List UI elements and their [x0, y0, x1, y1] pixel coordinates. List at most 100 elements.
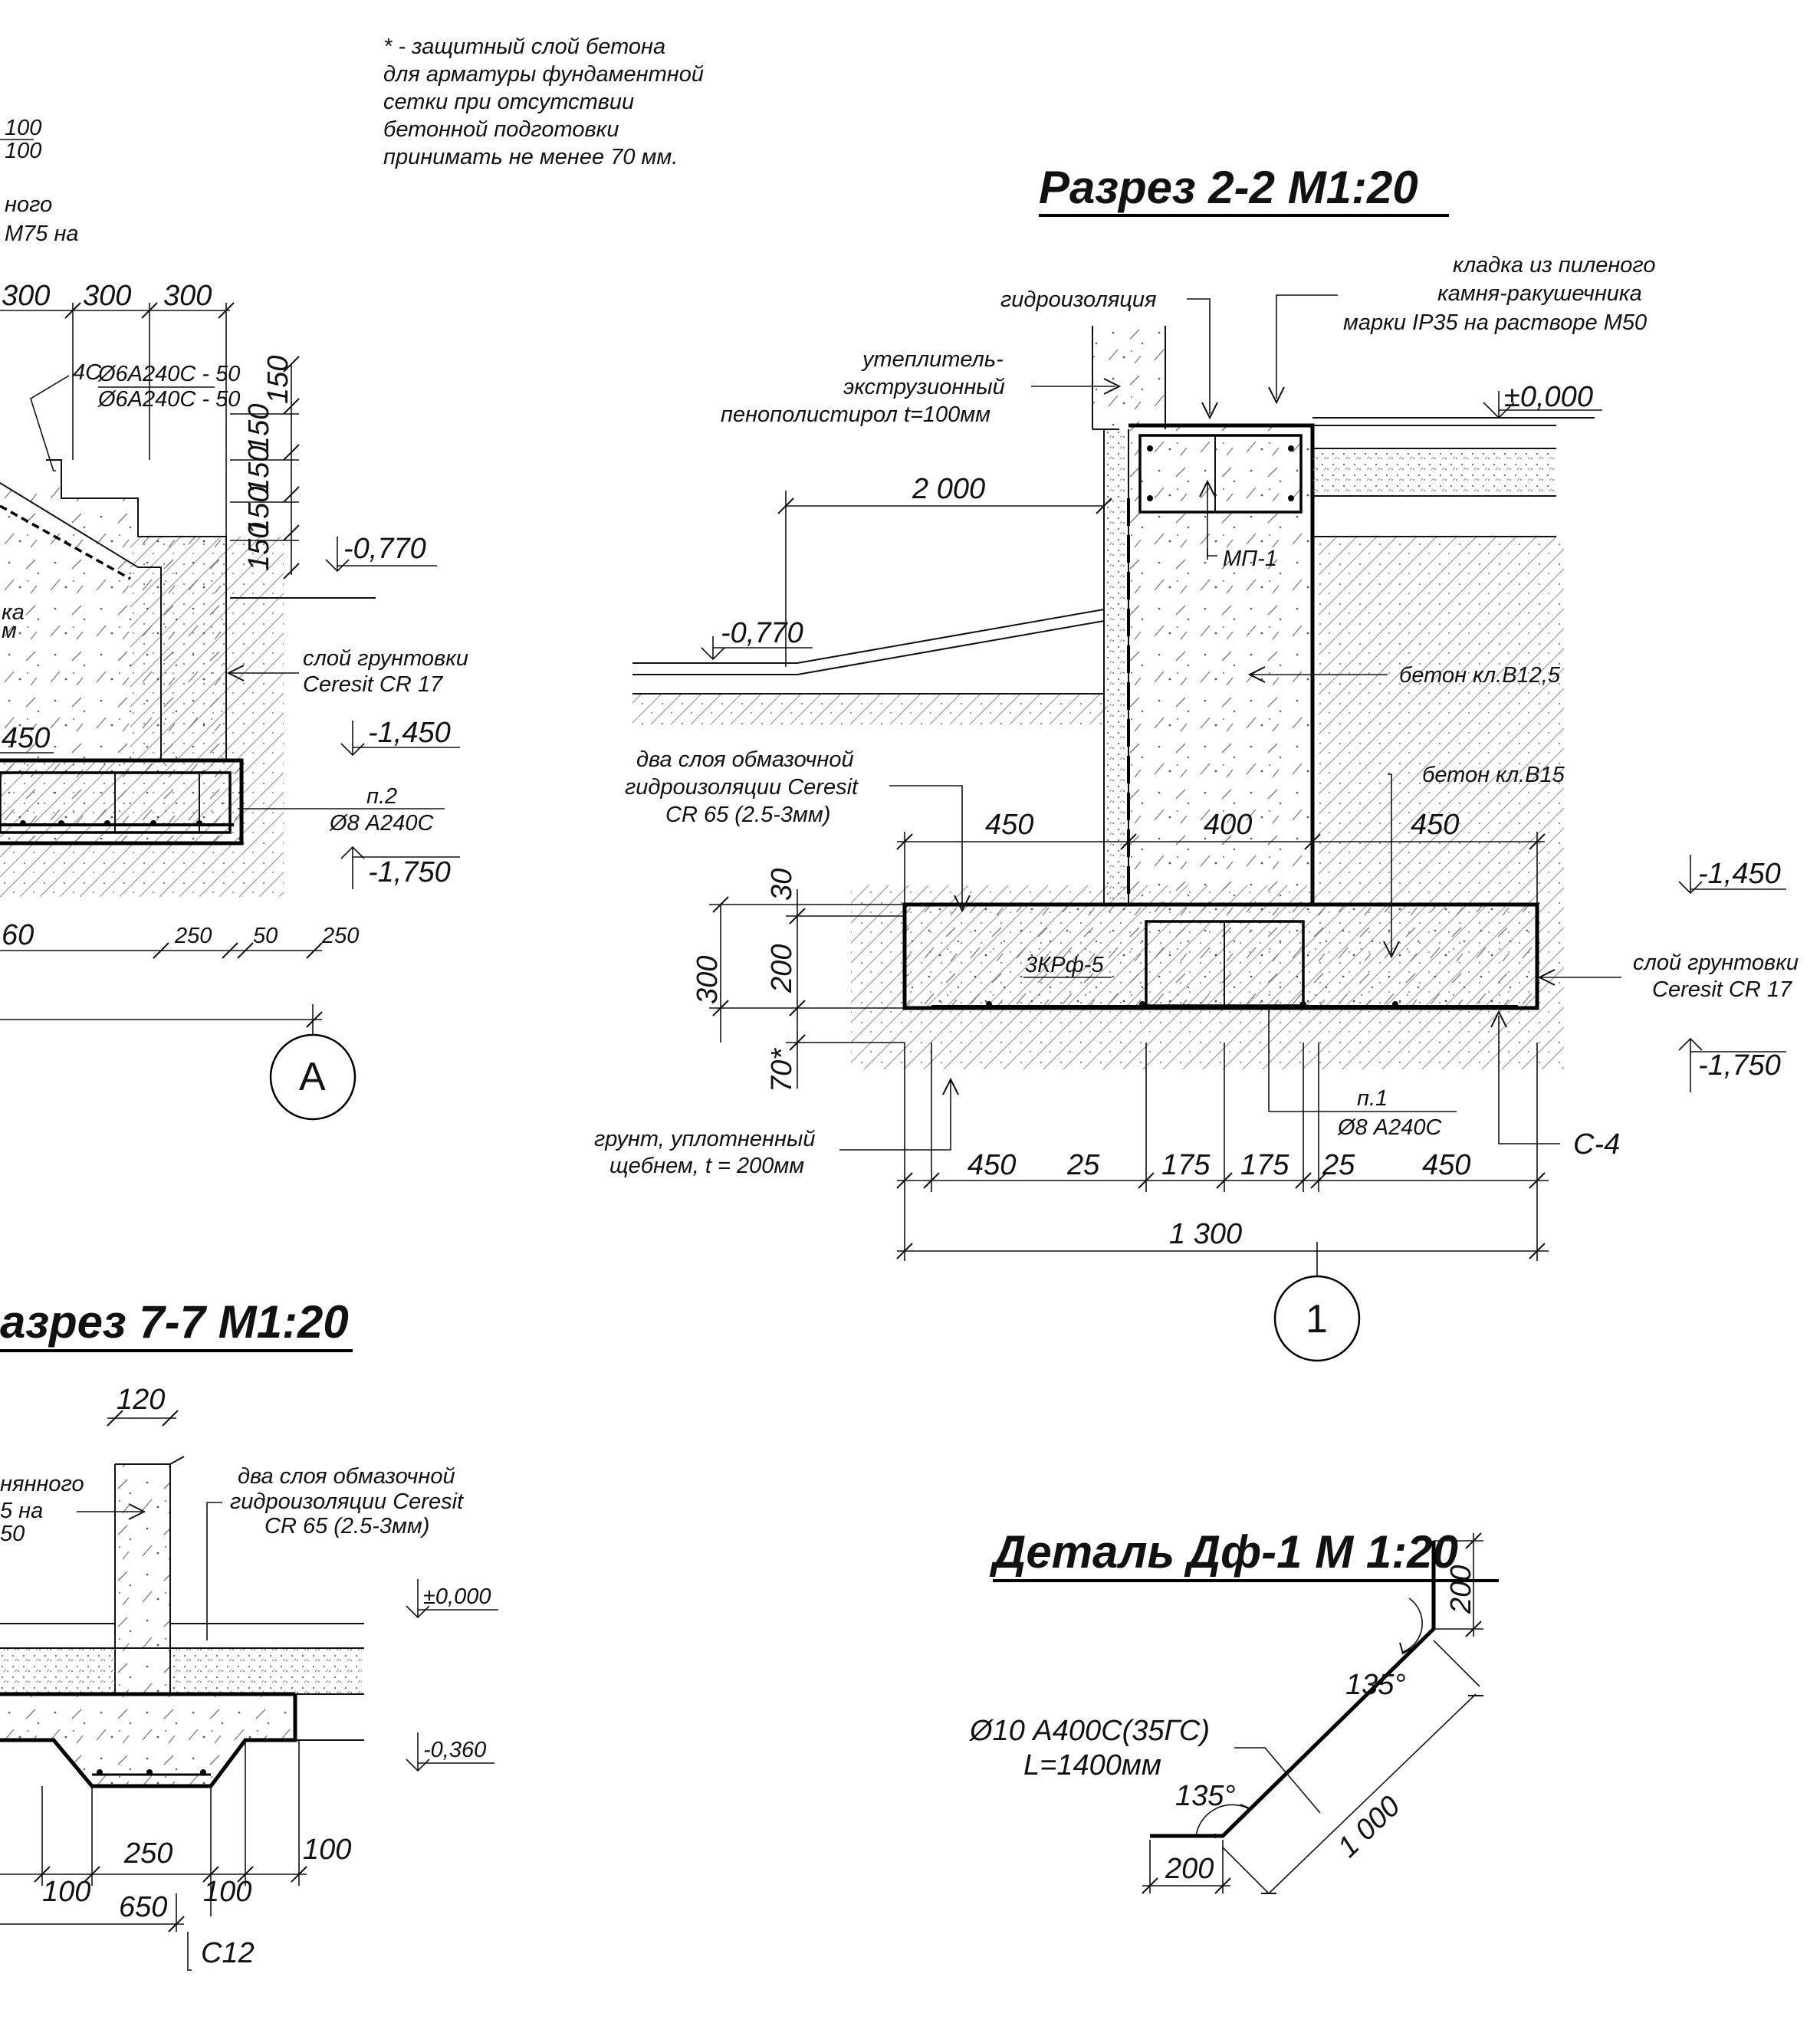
dim-7-7-100b: 100 — [203, 1876, 251, 1908]
left-top-fragments: 100 100 ного М75 на — [0, 116, 79, 246]
dim-left-200: 200 — [766, 944, 798, 993]
axis-a-label: А — [299, 1055, 326, 1099]
insulation-strip — [1104, 429, 1128, 905]
protective-layer-note: * - защитный слой бетона для арматуры фу… — [383, 34, 704, 169]
dim-left-30: 30 — [766, 869, 798, 901]
dim-7-7-100a: 100 — [42, 1876, 90, 1908]
detail-angle-bottom: 135° — [1175, 1780, 1236, 1812]
detail-bar-length: L=1400мм — [1023, 1749, 1161, 1782]
elev-7-7-0360: -0,360 — [406, 1732, 494, 1772]
label-insulation-2: экструзионный — [843, 375, 1005, 399]
dim-bot-25a: 25 — [1066, 1149, 1100, 1181]
fragment-text-1: ного — [5, 192, 52, 217]
dim-7-7-250: 250 — [123, 1837, 172, 1870]
label-a-bar1: Ø6А240С - 50 — [97, 362, 240, 386]
upper-wall — [1092, 326, 1165, 429]
detail-title: Деталь Дф-1 М 1:20 — [989, 1526, 1458, 1578]
section-a-partial: 300 300 300 4С Ø6А240С - 50 Ø6А240С - 50… — [0, 280, 468, 1121]
label-ground-1: грунт, уплотненный — [594, 1127, 815, 1151]
label-coating-3: CR 65 (2.5-3мм) — [665, 803, 830, 827]
section-2-2: Разрез 2-2 М1:20 — [594, 162, 1799, 1362]
axis-1-label: 1 — [1306, 1297, 1328, 1341]
dim-top-450b: 450 — [1411, 809, 1459, 841]
label-7-7-left-1: нянного — [0, 1472, 84, 1496]
elev-zero-label: ±0,000 — [1504, 381, 1593, 413]
dim-a-150a: 150 — [262, 356, 294, 404]
wall-7-7 — [115, 1464, 170, 1694]
label-a-left-2: м — [2, 619, 17, 643]
dim-a-300b: 300 — [83, 280, 131, 312]
label-concrete-b125: бетон кл.В12,5 — [1399, 663, 1561, 688]
dim-a-150e: 150 — [243, 523, 275, 571]
dim-a-60: 60 — [2, 919, 34, 951]
axis-bubble-1 — [1273, 1275, 1361, 1362]
elev-7-7-0360-label: -0,360 — [423, 1738, 486, 1762]
detail-dim-200-bottom: 200 — [1165, 1853, 1214, 1885]
detail-angle-top: 135° — [1345, 1669, 1406, 1701]
detail-bar-spec: Ø10 А400С(35ГС) — [968, 1715, 1210, 1747]
soil-hatch-right — [1319, 537, 1564, 885]
label-a-450: 450 — [2, 722, 50, 754]
section-7-7-title: азрез 7-7 М1:20 — [0, 1296, 349, 1348]
label-ground-2: щебнем, t = 200мм — [609, 1154, 804, 1178]
label-a-p2: п.2 — [366, 784, 397, 809]
elev-7-7-zero: ±0,000 — [406, 1579, 498, 1619]
dim-7-7-650: 650 — [119, 1891, 167, 1923]
dim-left-300: 300 — [692, 956, 724, 1004]
dim-slope: 2 000 — [912, 473, 985, 505]
elev-7-7-zero-label: ±0,000 — [423, 1584, 491, 1609]
label-coating-1: два слоя обмазочной — [636, 747, 854, 772]
dim-a-150b: 150 — [243, 404, 275, 452]
label-primer-2: Ceresit CR 17 — [1652, 977, 1793, 1002]
floor-7-7-left — [0, 1648, 115, 1694]
label-masonry-3: марки IP35 на растворе М50 — [1343, 310, 1647, 335]
section-a-footing — [0, 760, 241, 843]
label-7-7-coating-1: два слоя обмазочной — [238, 1464, 455, 1489]
beam-mp1 — [1138, 434, 1303, 514]
label-bar-dia: Ø8 А240С — [1337, 1115, 1442, 1140]
detail-dim-200-top: 200 — [1445, 1565, 1477, 1614]
label-a-4c: 4С — [73, 360, 102, 385]
elev-1450-label: -1,450 — [1698, 858, 1781, 890]
dim-bot-450a: 450 — [967, 1149, 1016, 1181]
label-mp1: МП-1 — [1223, 547, 1277, 571]
fragment-100b: 100 — [5, 139, 41, 163]
section-2-2-title: Разрез 2-2 М1:20 — [1039, 162, 1418, 213]
elev-0770-label: -0,770 — [721, 617, 803, 649]
label-a-bar-dia: Ø8 А240С — [329, 811, 434, 836]
dim-a-50: 50 — [253, 924, 278, 948]
dim-a-250a: 250 — [174, 924, 212, 948]
dim-a-250b: 250 — [321, 924, 359, 948]
foundation-wall — [1128, 425, 1312, 905]
label-a-primer-1: слой грунтовки — [303, 646, 468, 671]
dim-a-300a: 300 — [2, 280, 50, 312]
elev-0770: -0,770 — [701, 617, 813, 661]
dim-bot-25b: 25 — [1322, 1149, 1355, 1181]
elev-a-1450-label: -1,450 — [368, 717, 451, 749]
label-7-7-coating-3: CR 65 (2.5-3мм) — [264, 1514, 429, 1538]
axis-bubble-a — [269, 1033, 356, 1121]
label-waterproof: гидроизоляция — [1000, 287, 1157, 312]
dim-7-7-120: 120 — [117, 1384, 165, 1416]
note-line-5: принимать не менее 70 мм. — [383, 145, 678, 169]
fragment-text-2: М75 на — [5, 222, 79, 246]
label-a-left-1: ка — [2, 600, 25, 625]
label-insulation-3: пенополистирол t=100мм — [721, 402, 990, 427]
floor-slab — [1312, 448, 1556, 496]
soil-hatch-left — [632, 694, 1108, 724]
label-primer-1: слой грунтовки — [1633, 951, 1799, 975]
dim-a-150d: 150 — [243, 487, 275, 535]
elev-zero: ±0,000 — [1483, 381, 1602, 419]
elev-1750-label: -1,750 — [1698, 1049, 1781, 1082]
elev-a-0770-label: -0,770 — [343, 533, 426, 565]
label-a-primer-2: Ceresit CR 17 — [303, 672, 444, 697]
bent-bar — [1150, 1541, 1436, 1838]
elev-a-1750-label: -1,750 — [368, 856, 451, 888]
label-insulation-1: утеплитель- — [861, 347, 1004, 372]
note-line-3: сетки при отсутствии — [383, 90, 634, 114]
elev-1450: -1,450 — [1678, 855, 1786, 895]
slab-7-7 — [0, 1694, 295, 1740]
elev-a-0770: -0,770 — [325, 533, 437, 573]
